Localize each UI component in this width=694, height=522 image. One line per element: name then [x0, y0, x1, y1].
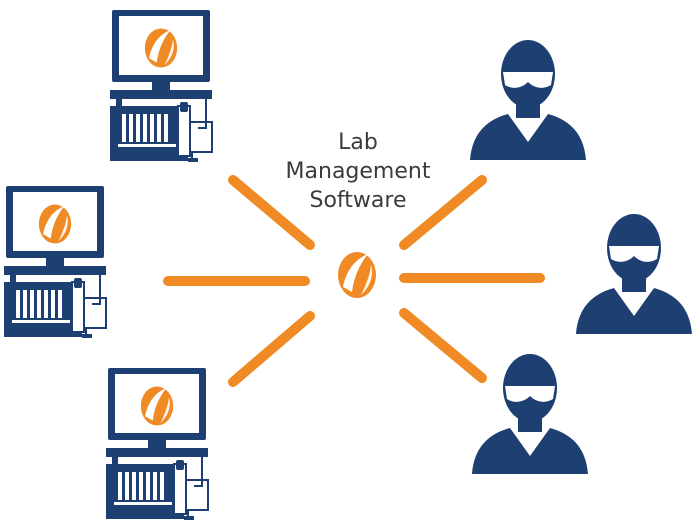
connector-user-3: [399, 308, 487, 383]
hub-label-line-2: Management: [285, 159, 431, 184]
connector-user-1: [399, 175, 487, 250]
hub-label-line-3: Software: [309, 188, 407, 213]
hub-logo-icon: [338, 252, 376, 298]
lab-instrument-icon: [3, 185, 107, 339]
user-with-goggles-icon: [576, 214, 692, 334]
lab-instrument-icon: [109, 9, 213, 163]
connector-lines: [163, 175, 545, 387]
hub-label: Lab Management Software: [268, 128, 448, 215]
connector-instrument-1: [228, 175, 315, 250]
lab-instrument-icon: [105, 367, 209, 521]
user-with-goggles-icon: [472, 354, 588, 474]
connector-instrument-3: [228, 311, 315, 387]
hub-label-line-1: Lab: [338, 130, 378, 155]
user-with-goggles-icon: [470, 40, 586, 160]
